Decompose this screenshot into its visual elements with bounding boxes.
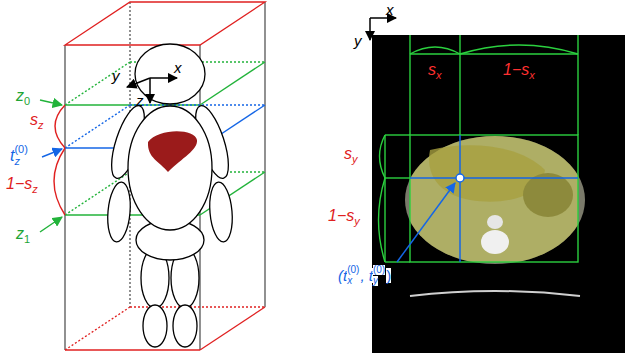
ratio-label: 1−s [328, 208, 354, 224]
center-label: z [14, 156, 20, 167]
plane-label: z [16, 88, 24, 104]
brackets-z [54, 105, 65, 215]
point-label: x [347, 276, 352, 286]
center-lines [397, 135, 578, 262]
plane-label: 0 [24, 96, 30, 107]
point-label: (t [338, 268, 347, 283]
axis-label: x [386, 2, 394, 17]
point-label: y [373, 276, 378, 286]
ratio-label: s [344, 146, 352, 162]
ratio-label: s [428, 62, 436, 78]
ratio-label: x [436, 70, 442, 81]
ratio-label: z [32, 184, 38, 195]
axis-label: z [136, 93, 144, 108]
ratio-label: x [529, 70, 535, 81]
center-label: (0) [14, 144, 27, 155]
point-label: ) [386, 268, 391, 283]
ratio-label: y [354, 216, 360, 227]
ct-slice [372, 35, 625, 353]
axis-label: y [112, 68, 120, 83]
ratio-label: 1−s [6, 176, 32, 192]
ratio-label: s [30, 112, 38, 128]
ratio-label: y [352, 154, 358, 165]
point-label: (0) [373, 265, 385, 275]
bounding-lines [379, 35, 579, 262]
plane-label: 1 [24, 234, 30, 245]
ratio-label: 1−s [503, 62, 529, 78]
point-label: , t [360, 268, 373, 283]
axes-3d [127, 78, 177, 103]
center-label: t [10, 148, 14, 164]
axis-label: y [354, 33, 362, 48]
point-label: (0) [347, 265, 359, 275]
axis-label: x [174, 60, 182, 75]
ratio-label: z [38, 120, 44, 131]
plane-label: z [16, 226, 24, 242]
body-figure [105, 44, 235, 347]
liver [148, 131, 197, 172]
volume-box [65, 2, 265, 350]
